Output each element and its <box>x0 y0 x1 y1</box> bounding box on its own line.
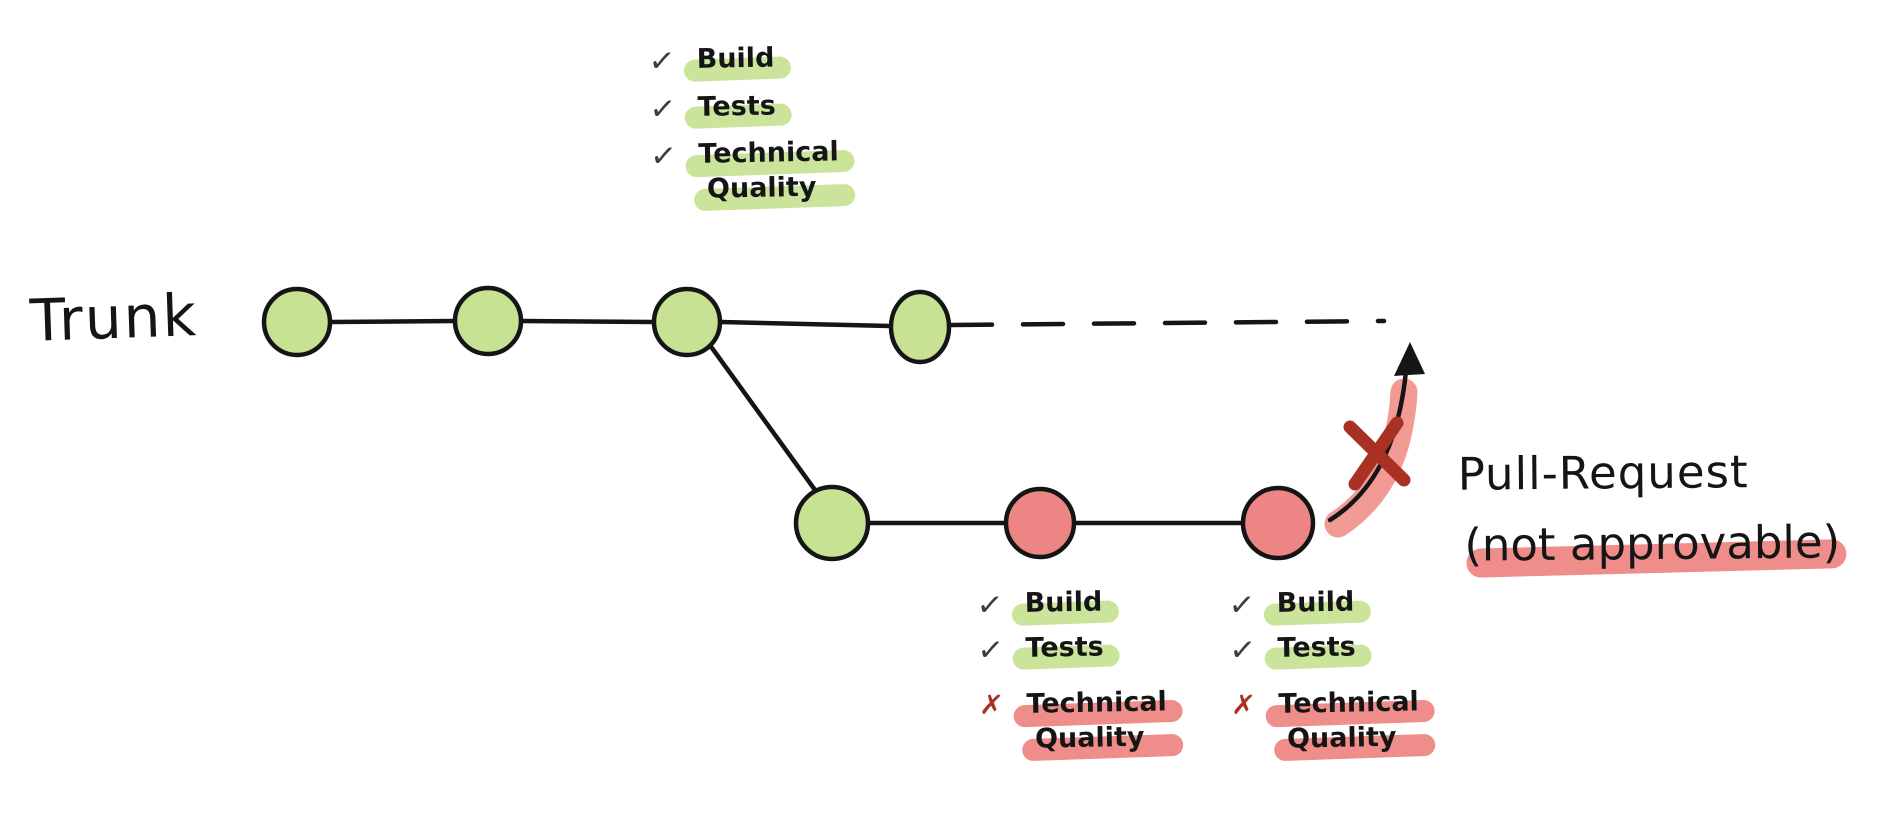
checklist-item: ✓ Technical Quality <box>646 136 846 205</box>
checklist-label: Build <box>1018 586 1108 618</box>
checklist-label: Technical <box>1272 686 1425 719</box>
merge-arrow-highlight <box>1324 378 1418 538</box>
checklist-label: Tests <box>1271 631 1362 663</box>
trunk-commit-node <box>651 286 723 358</box>
checklist-label: Build <box>1270 586 1360 618</box>
check-icon: ✓ <box>976 630 1006 670</box>
trunk-dashed-edge <box>949 318 1387 328</box>
branch-commit-node-green <box>793 484 871 562</box>
checklist-item: ✗ Technical Quality <box>1226 686 1426 755</box>
cross-icon: ✗ <box>1230 687 1257 723</box>
checklist-trunk-commit: ✓ Build ✓ Tests ✓ Technical Quality <box>644 42 845 220</box>
check-icon: ✓ <box>1228 630 1258 670</box>
checklist-label: Quality <box>1281 722 1426 755</box>
trunk-edge <box>328 318 457 325</box>
checklist-label: Technical <box>1020 686 1173 719</box>
trunk-label: Trunk <box>28 281 199 355</box>
checklist-label: Tests <box>1019 631 1110 663</box>
check-icon: ✓ <box>648 137 678 176</box>
pull-request-title: Pull-Request <box>1457 445 1749 501</box>
check-icon: ✓ <box>975 586 1005 625</box>
pull-request-label: Pull-Request (not approvable) <box>1457 444 1846 572</box>
check-icon: ✓ <box>647 42 677 81</box>
check-icon: ✓ <box>648 89 678 129</box>
trunk-edge <box>519 318 657 325</box>
checklist-label: Build <box>690 42 780 74</box>
checklist-item: ✓ Build <box>644 42 843 81</box>
rejection-cross-icon <box>1348 416 1404 491</box>
checklist-item: ✓ Tests <box>645 89 844 129</box>
checklist-item: ✗ Technical Quality <box>974 686 1174 755</box>
pull-request-status: (not approvable) <box>1458 515 1846 572</box>
checklist-branch-commit-1: ✓ Build ✓ Tests ✗ Technical Quality <box>972 586 1173 767</box>
trunk-edge <box>718 319 893 329</box>
cross-icon: ✗ <box>978 687 1005 723</box>
branch-commit-node-red <box>1240 485 1316 561</box>
trunk-commit-node <box>261 286 333 358</box>
check-icon: ✓ <box>1227 586 1257 625</box>
checklist-item: ✓ Tests <box>973 630 1172 670</box>
trunk-commit-node <box>452 285 524 357</box>
checklist-label: Quality <box>1029 722 1174 755</box>
checklist-label: Quality <box>701 172 846 205</box>
checklist-label: Technical <box>692 136 845 169</box>
checklist-item: ✓ Build <box>1224 586 1423 625</box>
checklist-item: ✓ Tests <box>1225 630 1424 670</box>
branch-fork-edge <box>709 345 818 493</box>
merge-arrow-head-icon <box>1394 342 1425 376</box>
checklist-label: Tests <box>691 90 782 122</box>
checklist-item: ✓ Build <box>972 586 1171 625</box>
branch-commit-node-red <box>1003 486 1077 560</box>
checklist-branch-commit-2: ✓ Build ✓ Tests ✗ Technical Quality <box>1224 586 1425 767</box>
trunk-commit-node <box>888 289 952 365</box>
